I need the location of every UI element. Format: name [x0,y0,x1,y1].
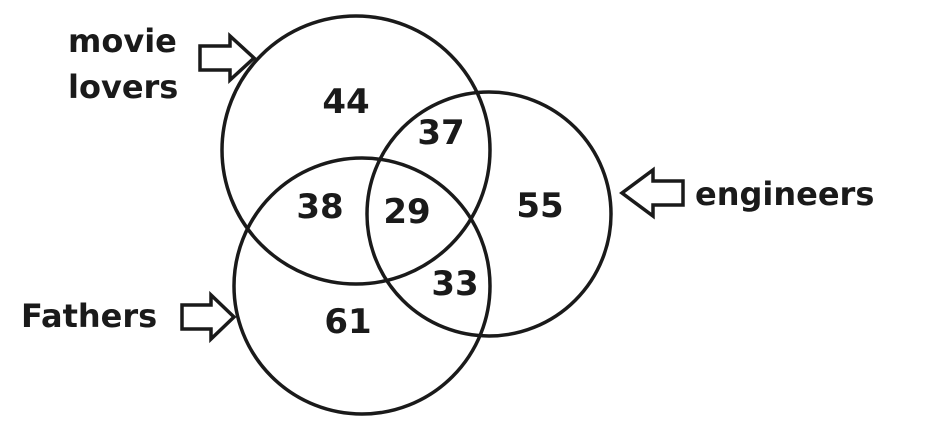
fathers-only-count: 61 [324,302,371,342]
engineers-only-count: 55 [516,186,563,226]
movie-lovers-circle [220,14,492,286]
fathers-arrow-icon [180,290,237,344]
movie-lovers-label-line2: lovers [68,68,178,106]
movie-lovers-label-line1: movie [68,22,177,60]
movie-lovers-only-count: 44 [322,82,369,122]
fathers-label: Fathers [21,297,157,335]
fathers-circle [232,156,492,416]
movie-lovers-fathers-count: 38 [296,187,343,227]
engineers-arrow-icon [619,166,685,220]
engineers-circle [365,90,613,338]
all-three-count: 29 [383,192,430,232]
engineers-fathers-count: 33 [431,264,478,304]
movie-lovers-arrow-icon [198,32,257,84]
movie-lovers-engineers-count: 37 [417,113,464,153]
engineers-label: engineers [695,175,874,213]
